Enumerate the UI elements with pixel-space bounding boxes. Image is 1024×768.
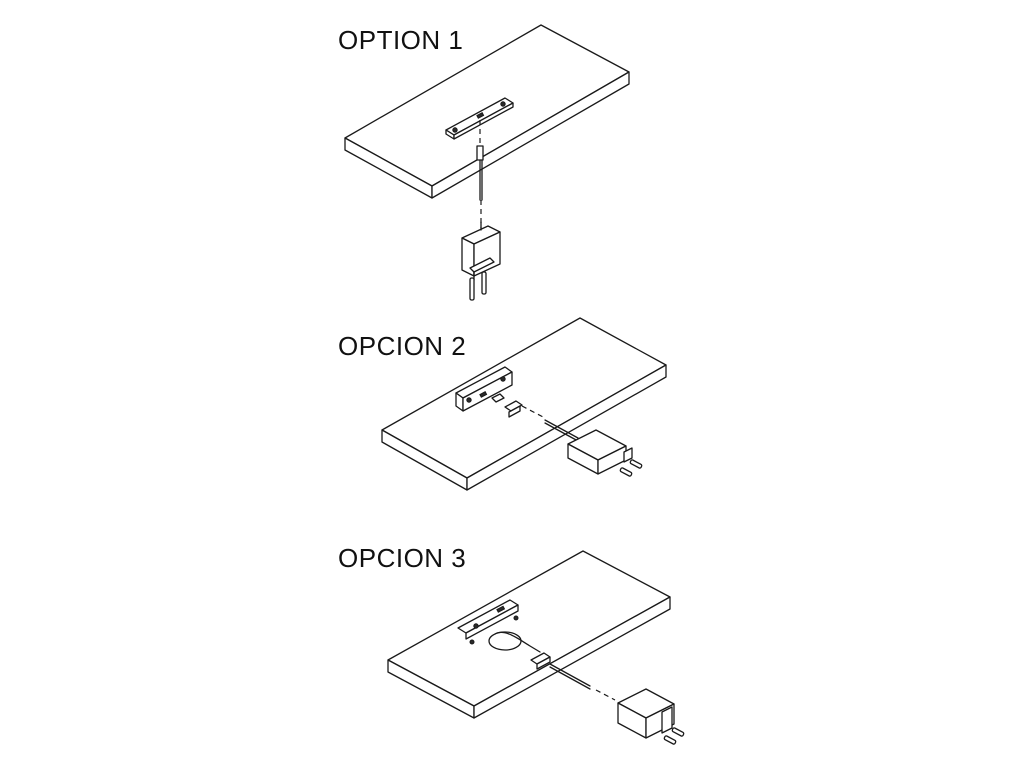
power-adapter-2 bbox=[567, 429, 643, 477]
shelf-board-3 bbox=[387, 550, 671, 719]
shelf-board-2 bbox=[381, 317, 667, 491]
led-bracket-1 bbox=[445, 97, 514, 140]
shelf-board-1 bbox=[344, 24, 630, 199]
option-3-label: OPCION 3 bbox=[338, 543, 467, 573]
option-1-illustration bbox=[344, 24, 630, 301]
cable-hole-3 bbox=[488, 631, 522, 651]
option-3-illustration bbox=[387, 550, 685, 745]
option-1-label: OPTION 1 bbox=[338, 25, 464, 55]
option-2-label: OPCION 2 bbox=[338, 331, 467, 361]
led-bracket-3 bbox=[457, 599, 519, 645]
cable-2 bbox=[491, 393, 579, 442]
power-adapter-1 bbox=[461, 221, 501, 301]
option-2-illustration bbox=[381, 317, 667, 491]
power-adapter-3 bbox=[617, 688, 685, 745]
cable-1 bbox=[476, 120, 484, 228]
led-bracket-2 bbox=[455, 366, 513, 412]
cable-3 bbox=[494, 631, 616, 701]
